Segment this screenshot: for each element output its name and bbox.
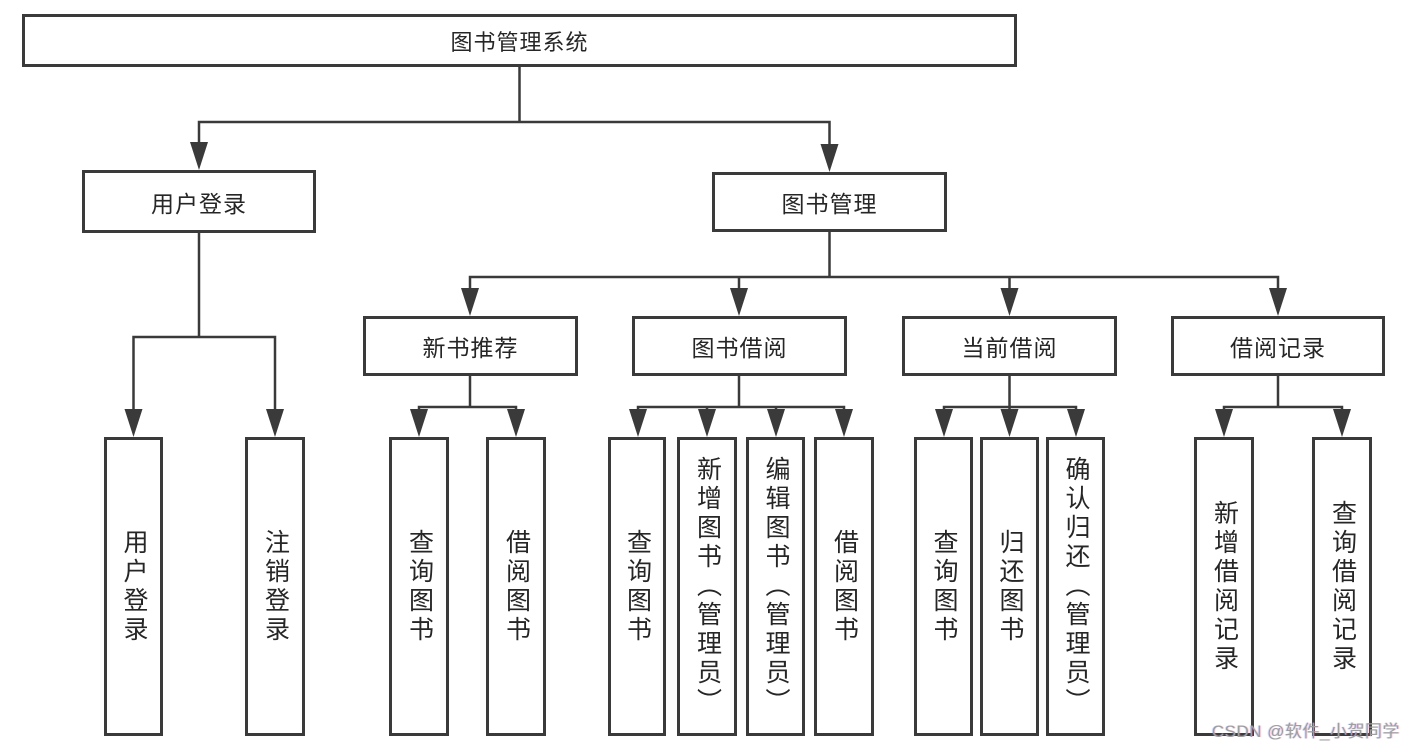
node-current-borrowing: 当前借阅 xyxy=(902,316,1117,376)
node-root-system: 图书管理系统 xyxy=(22,14,1017,67)
leaf-add-book-admin: 新增图书（管理员） xyxy=(677,437,737,736)
leaf-newbook-query-books: 查询图书 xyxy=(389,437,449,736)
leaf-edit-book-admin: 编辑图书（管理员） xyxy=(746,437,805,736)
leaf-query-borrow-record-label: 查询借阅记录 xyxy=(1328,499,1357,674)
node-new-book-recommend-label: 新书推荐 xyxy=(422,335,519,361)
leaf-borrowing-query-books-label: 查询图书 xyxy=(623,528,652,645)
leaf-add-book-admin-label: 新增图书（管理员） xyxy=(693,456,722,717)
leaf-current-query-books: 查询图书 xyxy=(914,437,973,736)
leaf-logout-label: 注销登录 xyxy=(261,528,290,645)
leaf-edit-book-admin-label: 编辑图书（管理员） xyxy=(762,456,790,717)
leaf-borrowing-borrow-books-label: 借阅图书 xyxy=(830,528,859,645)
leaf-logout: 注销登录 xyxy=(245,437,305,736)
leaf-user-login-label: 用户登录 xyxy=(120,528,148,645)
node-book-management: 图书管理 xyxy=(712,172,947,232)
leaf-query-borrow-record: 查询借阅记录 xyxy=(1312,437,1372,736)
node-new-book-recommend: 新书推荐 xyxy=(363,316,578,376)
leaf-confirm-return-admin-label: 确认归还（管理员） xyxy=(1062,456,1090,717)
arrowheads xyxy=(124,142,1351,437)
leaf-newbook-query-books-label: 查询图书 xyxy=(405,528,434,645)
connector-strokes xyxy=(132,65,1344,414)
leaf-borrowing-query-books: 查询图书 xyxy=(608,437,666,736)
leaf-borrowing-borrow-books: 借阅图书 xyxy=(814,437,874,736)
leaf-add-borrow-record: 新增借阅记录 xyxy=(1194,437,1254,736)
node-current-borrowing-label: 当前借阅 xyxy=(961,335,1058,361)
node-borrow-records: 借阅记录 xyxy=(1171,316,1385,376)
leaf-return-books-label: 归还图书 xyxy=(996,528,1024,645)
leaf-current-query-books-label: 查询图书 xyxy=(930,528,958,645)
node-user-login-label: 用户登录 xyxy=(151,190,247,217)
leaf-return-books: 归还图书 xyxy=(980,437,1039,736)
node-user-login: 用户登录 xyxy=(82,170,316,233)
node-borrow-records-label: 借阅记录 xyxy=(1230,335,1326,361)
node-root-system-label: 图书管理系统 xyxy=(450,29,589,55)
leaf-newbook-borrow-books: 借阅图书 xyxy=(486,437,546,736)
node-book-borrowing: 图书借阅 xyxy=(632,316,847,376)
csdn-watermark: CSDN @软件_小贺同学 xyxy=(1211,722,1400,741)
leaf-newbook-borrow-books-label: 借阅图书 xyxy=(502,528,531,645)
leaf-user-login: 用户登录 xyxy=(104,437,163,736)
leaf-confirm-return-admin: 确认归还（管理员） xyxy=(1046,437,1105,736)
leaf-add-borrow-record-label: 新增借阅记录 xyxy=(1210,499,1239,674)
node-book-management-label: 图书管理 xyxy=(781,191,878,217)
node-book-borrowing-label: 图书借阅 xyxy=(691,335,788,361)
